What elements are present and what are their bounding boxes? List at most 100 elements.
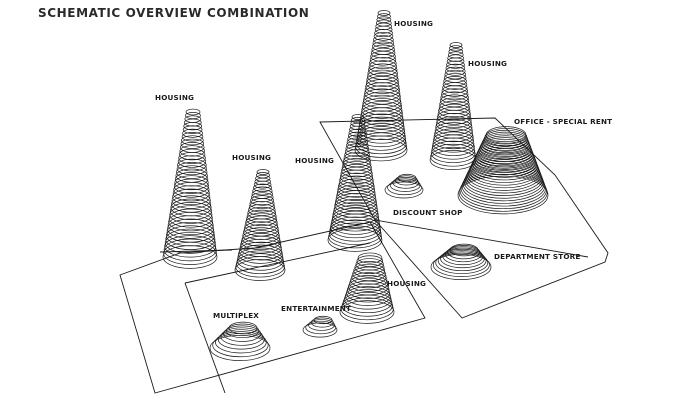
contour-ring: [330, 216, 381, 239]
contour-ring: [173, 178, 210, 194]
contour-ring: [248, 203, 276, 216]
discount-shop-label: DISCOUNT SHOP: [393, 208, 463, 217]
contour-ring: [185, 108, 201, 116]
contour-ring: [348, 128, 367, 137]
contour-ring: [485, 126, 527, 144]
contour-ring: [343, 155, 371, 168]
contour-ring: [433, 252, 490, 277]
contour-ring: [449, 243, 479, 257]
contour-ring: [434, 125, 474, 143]
contour-ring: [305, 320, 337, 335]
contour-ring: [445, 63, 466, 73]
contour-ring: [356, 255, 384, 267]
contour-ring: [435, 119, 473, 136]
contour-ring: [177, 155, 207, 168]
contour-ring: [236, 253, 285, 275]
contour-ring: [351, 114, 365, 120]
contour-ring: [336, 187, 376, 205]
contour-ring: [176, 162, 207, 176]
contour-ring: [341, 160, 372, 174]
contour-ring: [350, 272, 388, 289]
contour-ring: [443, 76, 467, 87]
contour-ring: [397, 173, 417, 183]
contour-ring: [359, 113, 405, 133]
contour-ring: [348, 277, 389, 296]
contour-ring: [389, 178, 421, 192]
contour-ring: [433, 128, 474, 146]
contour-ring: [366, 72, 399, 87]
contour-ring: [444, 69, 466, 80]
contour-ring: [349, 122, 366, 131]
contour-ring: [448, 48, 464, 55]
contour-ring: [331, 207, 380, 229]
contour-ring: [340, 297, 394, 321]
contour-ring: [302, 322, 338, 338]
contour-ring: [332, 204, 379, 225]
contour-ring: [468, 157, 541, 189]
contour-ring: [463, 164, 544, 199]
housing-small-label: HOUSING: [387, 279, 426, 288]
building-volumes: [162, 10, 549, 361]
contour-ring: [164, 231, 216, 254]
contour-ring: [446, 60, 465, 69]
contour-ring: [308, 319, 335, 331]
contour-ring: [243, 221, 279, 237]
contour-ring: [384, 181, 424, 199]
contour-ring: [252, 186, 273, 196]
contour-ring: [178, 148, 206, 161]
contour-ring: [251, 189, 273, 199]
contour-ring: [367, 66, 398, 80]
contour-ring: [447, 51, 464, 59]
contour-ring: [356, 129, 407, 151]
contour-ring: [343, 152, 371, 164]
contour-ring: [248, 201, 276, 213]
contour-ring: [238, 241, 283, 261]
contour-ring: [250, 195, 275, 206]
contour-ring: [176, 165, 208, 179]
contour-ring: [387, 180, 422, 196]
contour-ring: [253, 183, 272, 192]
contour-ring: [333, 201, 379, 222]
contour-ring: [457, 175, 549, 215]
discount-shop-volume: [384, 173, 424, 199]
contour-ring: [471, 151, 538, 181]
contour-ring: [360, 104, 403, 123]
office-label: OFFICE - SPECIAL RENT: [514, 117, 612, 126]
contour-ring: [334, 196, 378, 215]
contour-ring: [483, 129, 528, 149]
right-platform-inner-edge: [374, 219, 589, 258]
contour-ring: [217, 329, 265, 350]
contour-ring: [335, 193, 377, 212]
contour-ring: [327, 228, 383, 252]
contour-ring: [368, 63, 398, 77]
contour-ring: [310, 317, 334, 328]
contour-ring: [255, 174, 271, 182]
contour-ring: [449, 42, 463, 48]
department-store-volume: [430, 243, 492, 280]
contour-ring: [481, 133, 530, 155]
contour-ring: [339, 300, 395, 324]
labels: HOUSING HOUSING HOUSING HOUSING HOUSING …: [155, 19, 612, 320]
contour-ring: [238, 244, 283, 264]
contour-ring: [171, 192, 211, 209]
contour-ring: [447, 245, 480, 260]
contour-ring: [167, 218, 215, 239]
contour-ring: [328, 222, 382, 245]
contour-ring: [357, 123, 406, 144]
contour-ring: [338, 178, 375, 195]
contour-ring: [438, 103, 471, 118]
contour-ring: [368, 60, 397, 73]
housing-top-right-volume: [429, 42, 477, 171]
contour-ring: [243, 224, 280, 240]
contour-ring: [442, 79, 468, 90]
contour-ring: [349, 275, 388, 292]
contour-ring: [377, 10, 391, 16]
contour-ring: [479, 137, 532, 160]
contour-ring: [341, 163, 373, 178]
contour-ring: [182, 128, 203, 138]
contour-ring: [458, 173, 548, 212]
contour-ring: [392, 176, 420, 189]
contour-ring: [359, 110, 404, 130]
contour-ring: [352, 266, 386, 282]
contour-ring: [163, 238, 217, 262]
